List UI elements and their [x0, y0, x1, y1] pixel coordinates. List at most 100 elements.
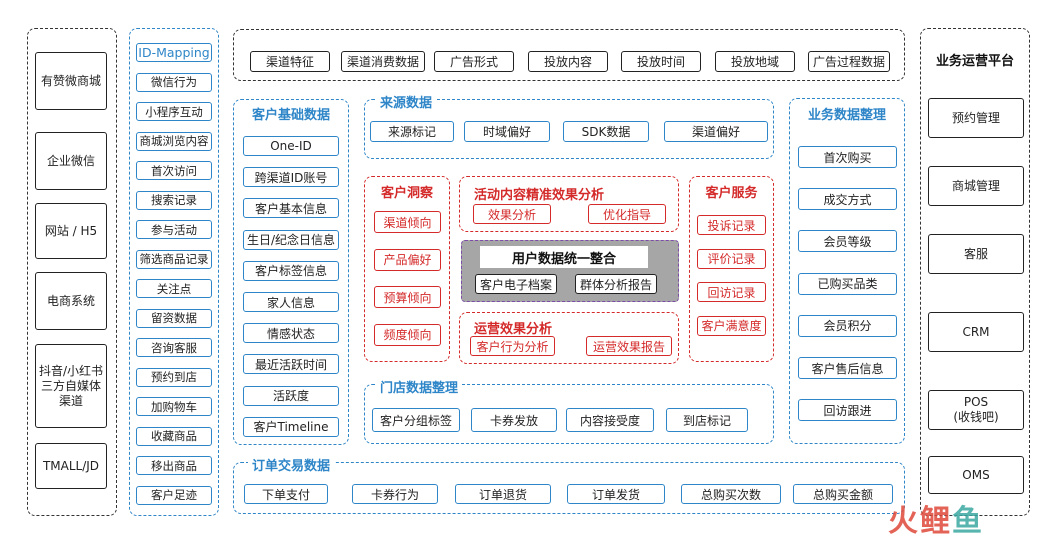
basic-item[interactable]: 最近活跃时间: [243, 354, 339, 375]
top-tag[interactable]: 广告形式: [434, 51, 514, 72]
logo-char-li: 鲤: [920, 504, 950, 539]
channel-tmall-jd[interactable]: TMALL/JD: [35, 443, 107, 489]
insight-item[interactable]: 预算倾向: [374, 286, 441, 308]
service-item[interactable]: 评价记录: [697, 248, 766, 269]
behavior-item[interactable]: 关注点: [136, 279, 212, 298]
unified-customer-profile[interactable]: 客户电子档案: [475, 274, 557, 294]
basic-item[interactable]: 跨渠道ID账号: [243, 167, 339, 188]
insight-item[interactable]: 渠道倾向: [374, 211, 441, 233]
platform-item[interactable]: CRM: [928, 312, 1024, 352]
source-data-panel: [364, 99, 774, 159]
basic-item[interactable]: 客户Timeline: [243, 416, 339, 437]
behavior-item[interactable]: 参与活动: [136, 220, 212, 239]
business-data-panel: [789, 98, 905, 444]
source-item[interactable]: 来源标记: [370, 121, 454, 142]
business-item[interactable]: 会员等级: [798, 230, 897, 253]
order-item[interactable]: 订单退货: [455, 484, 551, 504]
top-tag[interactable]: 广告过程数据: [808, 51, 890, 72]
basic-item[interactable]: 情感状态: [243, 323, 339, 344]
channel-social-media[interactable]: 抖音/小红书 三方自媒体 渠道: [35, 344, 107, 428]
platform-item[interactable]: 客服: [928, 234, 1024, 274]
top-tag[interactable]: 渠道特征: [250, 51, 330, 72]
channel-website-h5[interactable]: 网站 / H5: [35, 203, 107, 259]
unified-group-report[interactable]: 群体分析报告: [575, 274, 657, 294]
ops-behavior-analysis[interactable]: 客户行为分析: [470, 336, 555, 356]
behavior-panel: [129, 28, 219, 516]
activity-title: 活动内容精准效果分析: [470, 184, 609, 203]
logo-char-yu: 鱼: [952, 504, 982, 539]
behavior-item[interactable]: 首次访问: [136, 161, 212, 180]
behavior-item[interactable]: 客户足迹: [136, 485, 212, 505]
ops-panel: [459, 312, 679, 364]
basic-item[interactable]: 活跃度: [243, 385, 339, 406]
top-tag[interactable]: 投放地域: [715, 51, 795, 72]
behavior-item[interactable]: 留资数据: [136, 308, 212, 328]
behavior-item[interactable]: 收藏商品: [136, 426, 212, 446]
order-item[interactable]: 卡券行为: [352, 484, 438, 504]
activity-effect-analysis[interactable]: 效果分析: [473, 204, 551, 224]
service-item[interactable]: 客户满意度: [697, 315, 766, 336]
order-item[interactable]: 订单发货: [567, 484, 665, 504]
source-item[interactable]: SDK数据: [563, 121, 649, 142]
basic-item[interactable]: 客户标签信息: [243, 260, 339, 281]
unified-title: 用户数据统一整合: [480, 246, 648, 268]
store-item[interactable]: 卡券发放: [471, 408, 557, 432]
basic-item[interactable]: 家人信息: [243, 292, 339, 312]
platform-item[interactable]: POS (收钱吧): [928, 390, 1024, 430]
behavior-item[interactable]: ID-Mapping: [136, 43, 212, 62]
activity-optimization-guide[interactable]: 优化指导: [588, 204, 666, 224]
business-item[interactable]: 首次购买: [798, 146, 897, 168]
service-panel: [689, 176, 774, 362]
service-item[interactable]: 回访记录: [697, 282, 766, 302]
channel-youzan[interactable]: 有赞微商城: [35, 52, 107, 110]
logo: 火 鲤 鱼: [888, 496, 982, 540]
order-item[interactable]: 下单支付: [244, 484, 328, 504]
top-tag[interactable]: 投放时间: [621, 51, 701, 72]
platform-panel: [920, 28, 1030, 516]
behavior-item[interactable]: 小程序互动: [136, 102, 212, 121]
channel-ecommerce[interactable]: 电商系统: [35, 272, 107, 330]
behavior-item[interactable]: 商城浏览内容: [136, 131, 212, 151]
basic-item[interactable]: One-ID: [243, 136, 339, 156]
behavior-item[interactable]: 加购物车: [136, 397, 212, 416]
basic-item[interactable]: 生日/纪念日信息: [243, 229, 339, 250]
order-data-title: 订单交易数据: [248, 455, 335, 474]
basic-item[interactable]: 客户基本信息: [243, 198, 339, 219]
source-data-title: 来源数据: [376, 92, 437, 111]
insight-item[interactable]: 频度倾向: [374, 323, 441, 346]
ops-effect-report[interactable]: 运营效果报告: [586, 336, 672, 356]
top-tags-panel: [233, 29, 905, 81]
service-item[interactable]: 投诉记录: [697, 215, 766, 235]
channel-wecom[interactable]: 企业微信: [35, 132, 107, 190]
platform-item[interactable]: 预约管理: [928, 98, 1024, 138]
insight-title: 客户洞察: [368, 183, 446, 201]
top-tag[interactable]: 投放内容: [528, 51, 608, 72]
customer-basic-title: 客户基础数据: [240, 104, 342, 123]
store-item[interactable]: 客户分组标签: [372, 408, 460, 432]
business-item[interactable]: 会员积分: [798, 314, 897, 337]
order-item[interactable]: 总购买金额: [793, 484, 893, 504]
store-item[interactable]: 内容接受度: [566, 408, 654, 432]
behavior-item[interactable]: 咨询客服: [136, 338, 212, 357]
business-item[interactable]: 回访跟进: [798, 399, 897, 422]
platform-item[interactable]: OMS: [928, 456, 1024, 494]
business-item[interactable]: 客户售后信息: [798, 357, 897, 379]
behavior-item[interactable]: 预约到店: [136, 367, 212, 387]
top-tag[interactable]: 渠道消费数据: [341, 51, 425, 72]
behavior-item[interactable]: 搜索记录: [136, 190, 212, 210]
business-item[interactable]: 成交方式: [798, 188, 897, 211]
insight-item[interactable]: 产品偏好: [374, 248, 441, 271]
behavior-item[interactable]: 筛选商品记录: [136, 249, 212, 269]
business-data-title: 业务数据整理: [795, 104, 899, 123]
customer-basic-panel: [233, 99, 349, 445]
store-item[interactable]: 到店标记: [666, 408, 748, 432]
platform-item[interactable]: 商城管理: [928, 166, 1024, 206]
behavior-item[interactable]: 移出商品: [136, 456, 212, 475]
business-item[interactable]: 已购买品类: [798, 272, 897, 295]
channel-panel: [27, 28, 117, 516]
platform-title: 业务运营平台: [935, 53, 1014, 69]
source-item[interactable]: 渠道偏好: [664, 121, 768, 142]
order-item[interactable]: 总购买次数: [681, 484, 781, 504]
source-item[interactable]: 时域偏好: [464, 121, 550, 142]
behavior-item[interactable]: 微信行为: [136, 72, 212, 92]
